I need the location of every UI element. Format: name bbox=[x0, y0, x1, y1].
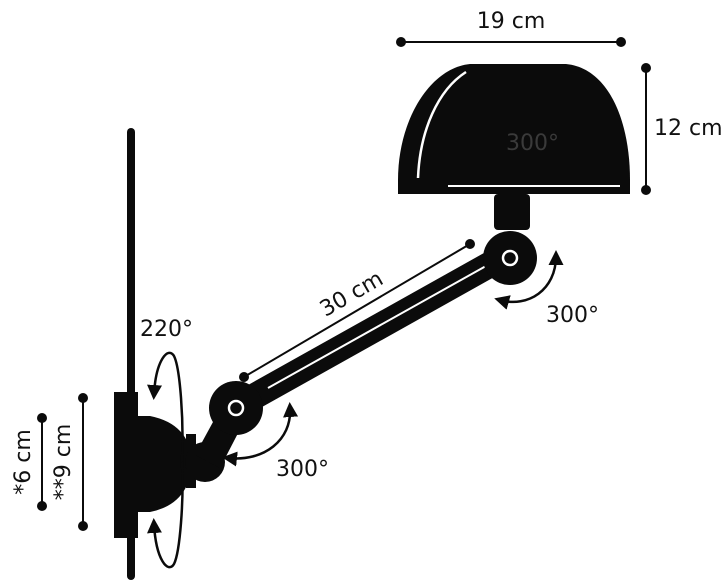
lamp-shade bbox=[398, 64, 630, 194]
lower-joint-rotation-label: 300° bbox=[276, 457, 329, 482]
arm-length-line bbox=[243, 243, 471, 378]
shade-height-end-top bbox=[641, 63, 651, 73]
base-height-small-label: *6 cm bbox=[11, 429, 36, 495]
shade-highlight bbox=[416, 70, 467, 179]
arm-highlight bbox=[267, 265, 487, 389]
upper-joint bbox=[483, 231, 537, 285]
lamp-base bbox=[130, 416, 192, 512]
shade-height-end-bottom bbox=[641, 185, 651, 195]
base-rotation-arrow-top bbox=[147, 351, 184, 463]
base-rotation-label: 220° bbox=[140, 317, 193, 342]
shade-width-label: 19 cm bbox=[477, 9, 546, 34]
shade-width-end-left bbox=[396, 37, 406, 47]
upper-joint-rotation-label: 300° bbox=[546, 303, 599, 328]
arm-length-end-left bbox=[239, 372, 249, 382]
shade-height-label: 12 cm bbox=[654, 116, 723, 141]
lower-joint bbox=[209, 381, 263, 435]
base-height-small-end-top bbox=[37, 413, 47, 423]
base-height-large-end-bottom bbox=[78, 521, 88, 531]
arm-length-end-right bbox=[465, 239, 475, 249]
base-rotation-arrow-bottom bbox=[147, 461, 184, 569]
base-height-small-end-bottom bbox=[37, 501, 47, 511]
shade-width-end-right bbox=[616, 37, 626, 47]
shade-rotation-label: 300° bbox=[506, 131, 559, 156]
upper-rotation-arrow bbox=[494, 250, 564, 310]
base-height-large-label: **9 cm bbox=[51, 424, 76, 501]
lower-rotation-arrow bbox=[222, 402, 299, 467]
base-height-large-end-top bbox=[78, 393, 88, 403]
shade-neck bbox=[494, 194, 530, 230]
